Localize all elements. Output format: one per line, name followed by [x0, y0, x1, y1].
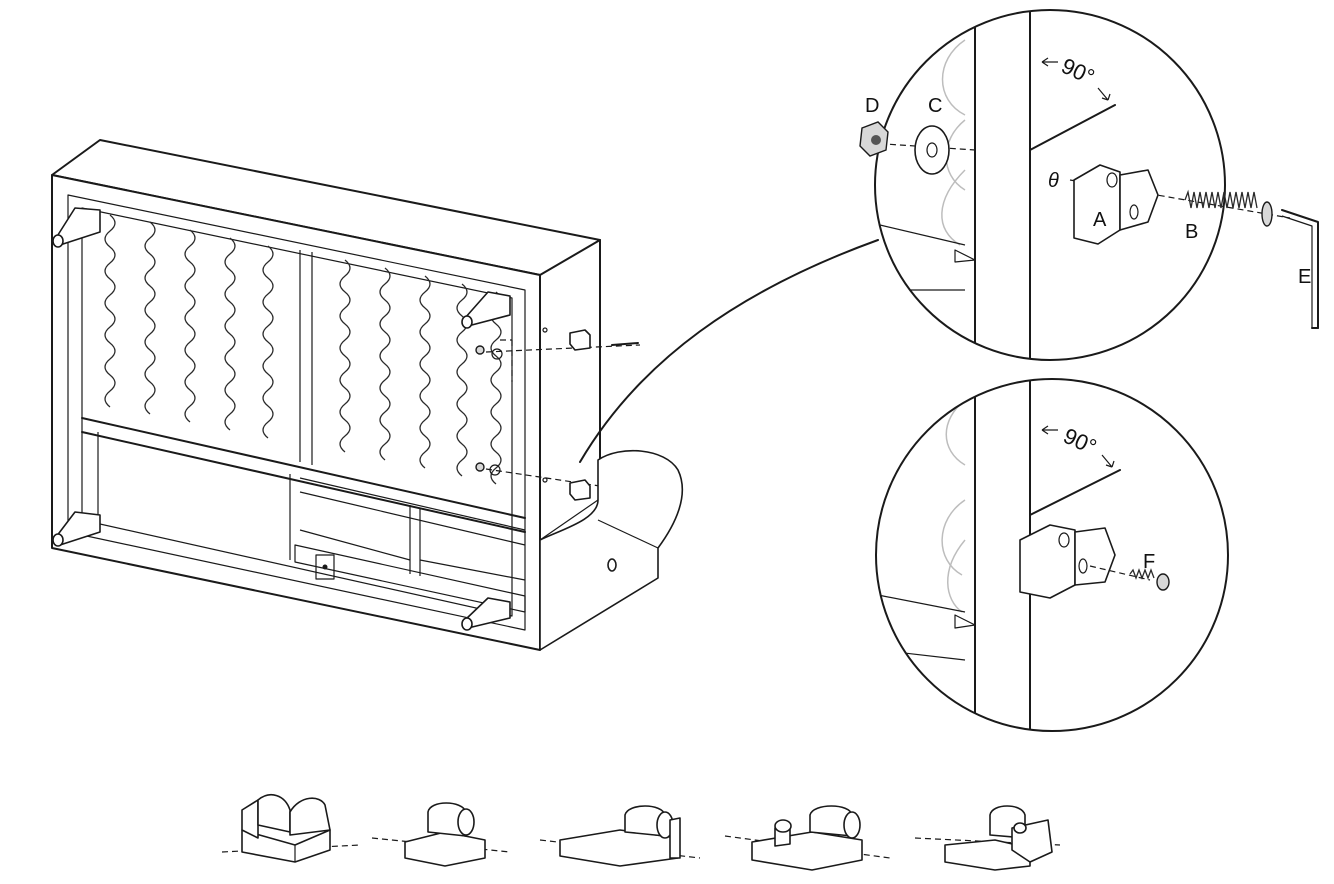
detail-circle-bolt-assembly: 90° D C [859, 9, 1319, 361]
screw-f [1129, 568, 1170, 591]
nut-d [859, 121, 889, 157]
sofa-leg-top-right [461, 291, 511, 329]
part-label-e: E [1298, 266, 1311, 288]
adjacent-module-fragment [539, 449, 683, 651]
module-thumbnail-corner [221, 794, 361, 863]
angle-label-top: 90° [1058, 53, 1099, 90]
part-label-b: B [1185, 221, 1198, 243]
module-thumbnail-left-arm [539, 805, 701, 867]
sofa-leg-bottom-left [52, 511, 101, 547]
detail-circle-screw-assembly: 90° F [875, 378, 1229, 732]
part-label-f: F [1143, 551, 1155, 573]
zigzag-springs-left [104, 214, 274, 439]
part-label-d: D [865, 95, 879, 117]
part-label-c: C [928, 95, 942, 117]
allen-key-e [1281, 209, 1319, 329]
module-thumbnail-corner-chaise [914, 805, 1061, 871]
bracket-mounted [1019, 524, 1116, 599]
bolt-b [1184, 189, 1273, 227]
sofa-module [51, 139, 683, 651]
bracket-hardware-upper [475, 327, 641, 382]
bracket-a [1073, 164, 1159, 245]
sofa-leg-top-left [52, 207, 101, 248]
callout-leader [579, 239, 879, 463]
module-thumbnail-armless [371, 802, 511, 867]
part-label-a: A [1093, 209, 1107, 231]
washer-c [914, 125, 950, 175]
zigzag-springs-right [339, 259, 502, 485]
angle-label-bottom: 90° [1060, 423, 1101, 460]
sofa-leg-bottom-right [461, 597, 511, 631]
theta-label: θ [1048, 170, 1059, 192]
module-thumbnail-chaise [724, 805, 891, 871]
